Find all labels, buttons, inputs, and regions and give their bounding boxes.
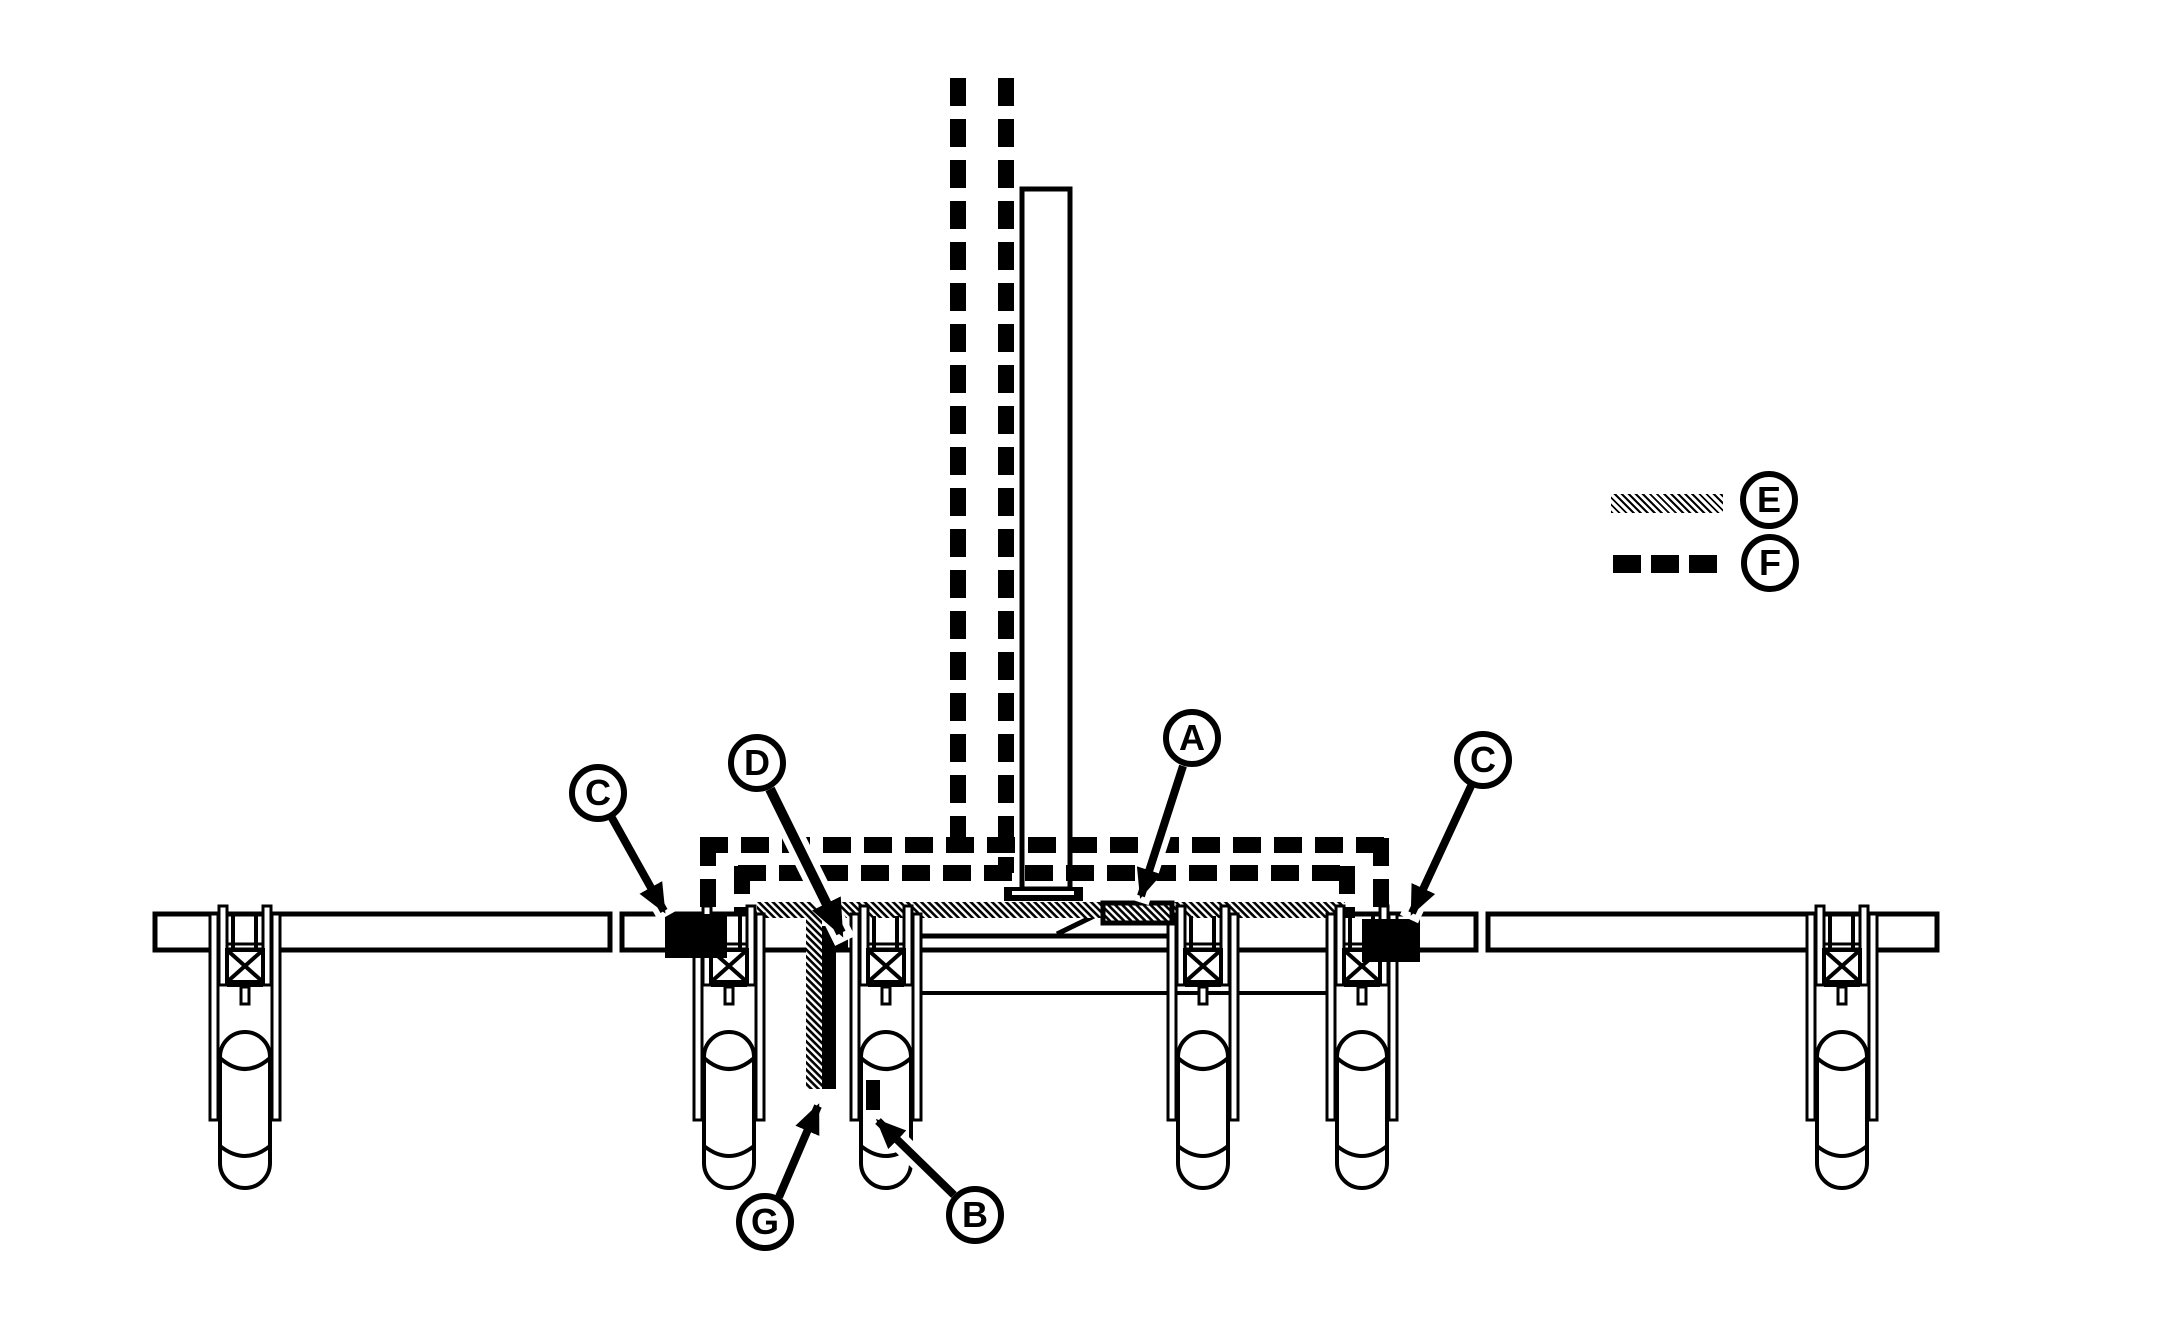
arrow-to-b [875,1118,957,1198]
inline-connector-a [1100,900,1175,926]
supply-line-e-band [757,902,1345,918]
coupler-block-left-c [665,914,727,958]
coupler-block-right-c [1362,919,1420,962]
arrow-to-c-right [1408,784,1475,916]
legend-label-f: F [1741,534,1799,592]
mast [1019,186,1073,892]
row-unit-4 [1166,904,1240,1190]
arrow-to-c-left [608,816,668,914]
callout-d: D [728,734,786,792]
callout-a: A [1163,709,1221,767]
gray-drop-hose-g [806,917,822,1089]
drop-tube-b [866,1080,880,1110]
row-unit-1 [208,904,282,1190]
supply-lines-f [700,78,1389,922]
black-drop-hose-d [822,926,836,1089]
callout-b: B [946,1186,1004,1244]
callout-arrows [603,762,1481,1203]
callout-c-right: C [1454,731,1512,789]
legend-line-sample-e [1611,494,1723,513]
arrow-to-d [765,786,846,938]
arrow-to-g [775,1103,822,1199]
legend-line-sample-f [1613,555,1720,573]
row-unit-6 [1805,904,1879,1190]
mast-foot-plate-stripe [1012,891,1074,895]
legend-label-e: E [1740,471,1798,529]
arrow-to-a [1136,764,1187,899]
callout-g: G [736,1193,794,1251]
hitch-strut [1055,913,1096,937]
callout-c-left: C [569,764,627,822]
